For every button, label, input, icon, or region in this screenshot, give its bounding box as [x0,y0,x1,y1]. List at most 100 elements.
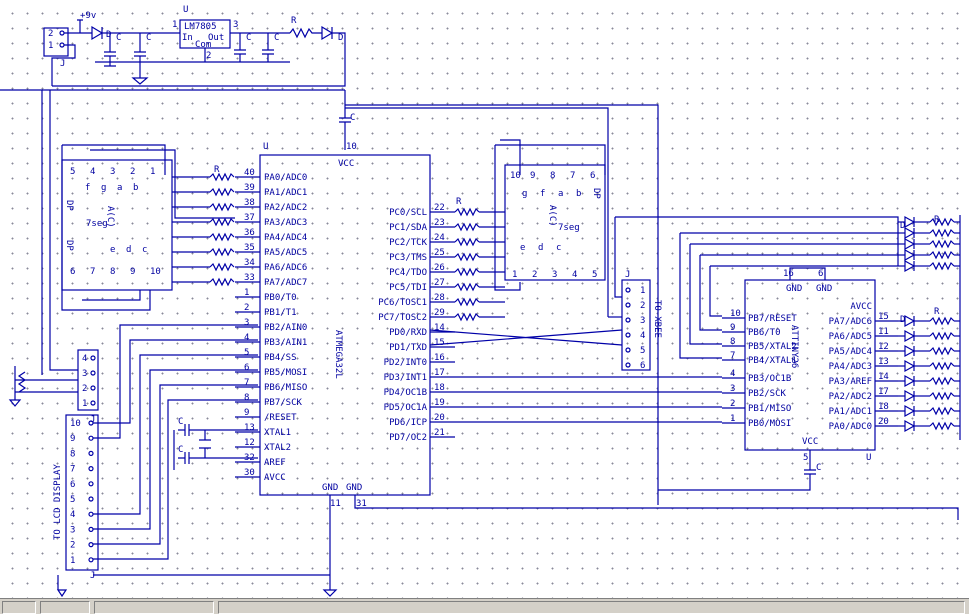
pot-pin-number: 2 [82,384,87,394]
lcd-wire [93,324,258,439]
mega-pin-number: 3 [244,318,249,328]
tiny-pin-number: 8 [730,337,735,347]
led-diode [904,359,916,373]
tiny-gnd-pin-6: 6 [818,269,823,279]
mega-pin-name: PA4/ADC4 [264,233,307,243]
mega-gnd-pin-1: 11 [330,499,341,509]
mega-gnd-1: GND [322,483,338,493]
mega-pin-number: 17 [434,368,445,378]
led-diode [904,419,916,433]
lcd-pin-hole [88,526,94,533]
mega-ref: U [263,142,268,152]
tiny-pin-name: PA4/ADC3 [829,362,872,372]
cap-ref-5: C [350,113,355,123]
led-diode [904,259,916,273]
tiny-pin-number: 1 [730,414,735,424]
mega-pin-number: 30 [244,468,255,478]
mega-pin-name: PB5/MOSI [264,368,307,378]
seg-right-top-pin: 9 [530,171,535,181]
lcd-header[interactable] [65,414,99,571]
led-resistor [929,250,955,260]
reg-pin-3: 3 [233,20,238,30]
led-bank-bottom: DR [898,215,961,440]
led-resistor [929,261,955,271]
xbee-pin-number: 3 [640,316,645,326]
led-top-wire [689,243,898,345]
mega-pin-name: PA2/ADC2 [264,203,307,213]
tiny-vcc-pin: 5 [803,453,808,463]
xbee-pin-hole [625,287,631,293]
seg-right-seg-bot: d [538,243,543,253]
led-diode [904,248,916,262]
seg-left-seg-bot: c [142,245,147,255]
mega-pin-number: 15 [434,338,445,348]
res-pa-5 [209,247,235,257]
tiny-pin-number: 14 [878,372,889,382]
tiny-pin-number: 11 [878,327,889,337]
reg-ref: U [183,5,188,15]
seg-left-bottom-pin: 9 [130,267,135,277]
mega-pin-name: PC3/TMS [389,253,427,263]
jack-ref: J [60,59,65,69]
schematic-canvas[interactable] [0,0,969,598]
led-top-ref: D [900,221,905,231]
seven-seg-display-right[interactable] [504,164,606,281]
led-resistor [929,406,955,416]
seg-left-seg-top: g [101,183,106,193]
mega-pin-number: 4 [244,333,249,343]
atmega32-body[interactable] [259,154,431,496]
res-pc-3 [454,252,480,262]
mega-pin-number: 6 [244,363,249,373]
mega-pin-number: 12 [244,438,255,448]
mega-pin-name: PD6/ICP [389,418,428,428]
lcd-wire [93,354,258,515]
pot-pin-hole [90,400,96,406]
mega-pin-number: 27 [434,278,445,288]
lcd-wire [93,384,258,545]
power-jack[interactable] [43,27,69,57]
lcd-wire [93,369,258,530]
seg-left-bottom-pin: 8 [110,267,115,277]
mega-pin-name: PC7/TOSC2 [378,313,427,323]
reg-out: Out [208,33,224,43]
reg-pin-2: 2 [206,51,211,61]
lcd-pin-number: 2 [70,541,75,551]
seg-right-seg-top: a [558,189,563,199]
mega-gnd-2: GND [346,483,362,493]
tiny-pin-name: PA1/ADC1 [829,407,872,417]
led-resistor [929,391,955,401]
led-resistor [929,316,955,326]
res-pa-2 [209,202,235,212]
res-pc-1 [454,222,480,232]
tiny-vcc: VCC [802,437,818,447]
mega-pin-name: PB4/SS [264,353,297,363]
pot-pin-hole [90,370,96,376]
mega-pin-number: 19 [434,398,445,408]
seg-left-type: A(C) [105,206,115,228]
cap-ref-tiny: C [816,463,821,473]
seg-right-bottom-pin: 4 [572,270,577,280]
seg-right-seg-top: f [540,189,545,199]
mega-pin-number: 14 [434,323,445,333]
seg-left-top-pin: 5 [70,167,75,177]
tiny-pin-name: PB3/OC1B [748,374,791,384]
lcd-wire [93,339,258,424]
tiny-pin-number: 17 [878,387,889,397]
xbee-pin-hole [625,347,631,353]
reg-pin-1: 1 [172,20,177,30]
power-section: 2 1 J +9v D C C U LM7805 In Out Com 1 2 … [0,5,659,505]
xbee-pin-hole [625,317,631,323]
mega-pin-number: 18 [434,383,445,393]
lcd-pin-number: 7 [70,465,75,475]
cap-ref-3: C [246,33,251,43]
mega-pin-number: 7 [244,378,249,388]
led-resistor [929,361,955,371]
cap-ref-4: C [274,33,279,43]
mega-pin-name: PD1/TXD [389,343,427,353]
xbee-header[interactable] [621,279,651,371]
mega-pin-number: 20 [434,413,445,423]
lcd-pin-number: 9 [70,434,75,444]
